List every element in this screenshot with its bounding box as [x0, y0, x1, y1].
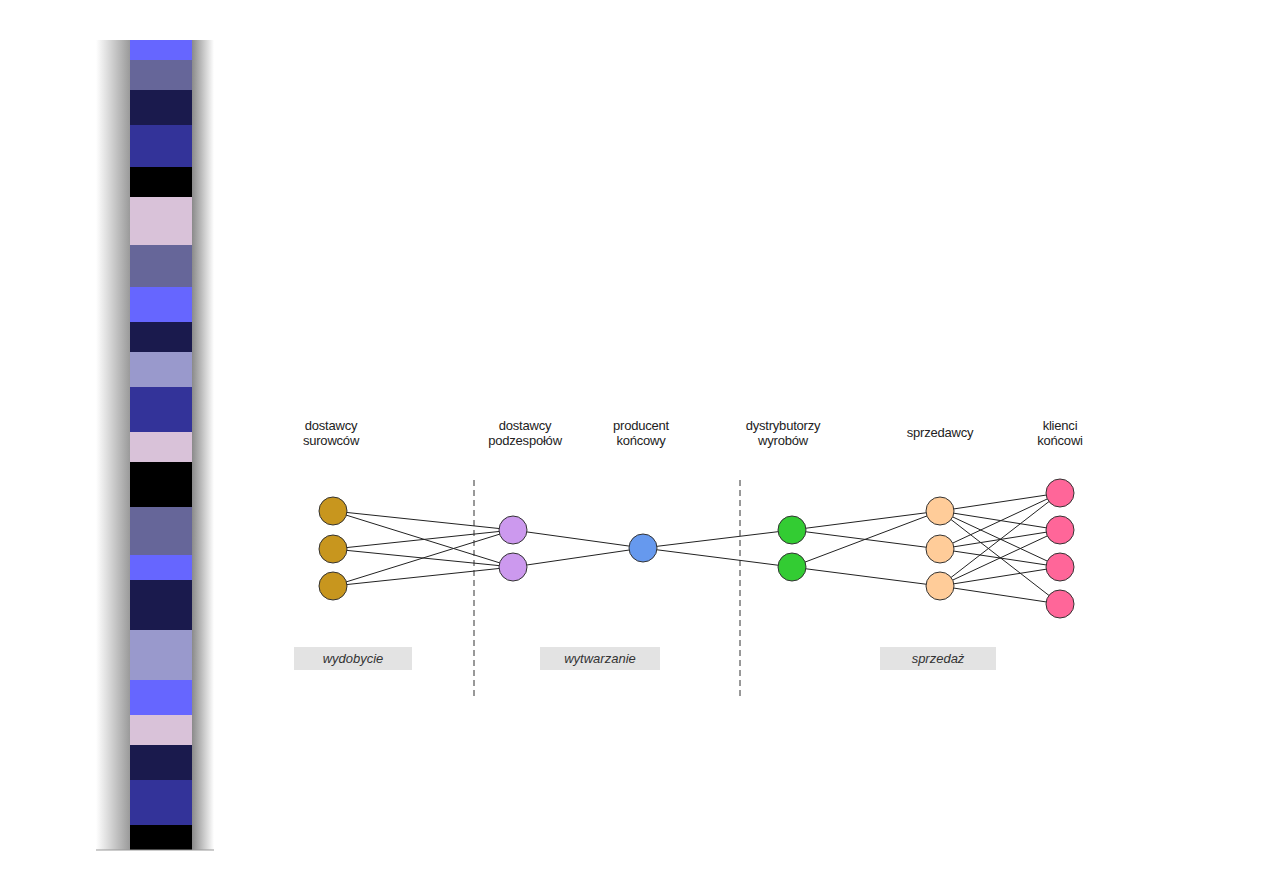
- chain-link: [940, 586, 1060, 604]
- chain-link: [333, 530, 513, 586]
- chain-link: [792, 511, 940, 530]
- stripe: [128, 352, 194, 387]
- stripe: [128, 715, 194, 745]
- chain-circle: [1046, 479, 1074, 507]
- chain-circle: [319, 572, 347, 600]
- column-header: sprzedawcy: [890, 425, 990, 440]
- stripe: [128, 60, 194, 90]
- chain-circle: [1046, 553, 1074, 581]
- chain-circles: [319, 479, 1074, 618]
- chain-link: [940, 493, 1060, 586]
- chain-link: [792, 511, 940, 567]
- stage-band: wydobycie: [294, 647, 412, 670]
- chain-link: [792, 567, 940, 586]
- stripe: [128, 432, 194, 462]
- column-header: dostawcy podzespołów: [475, 418, 575, 448]
- chain-circle: [778, 516, 806, 544]
- chain-links: [333, 493, 1060, 604]
- stripe: [128, 167, 194, 197]
- stripe: [128, 40, 194, 60]
- chain-circle: [499, 516, 527, 544]
- chain-circle: [629, 534, 657, 562]
- chain-circle: [319, 497, 347, 525]
- chain-link: [643, 548, 792, 567]
- column-header: dystrybutorzy wyrobów: [733, 418, 833, 448]
- stripe: [128, 462, 194, 507]
- stripe: [128, 780, 194, 825]
- chain-circle: [926, 535, 954, 563]
- stage-label: sprzedaż: [912, 651, 965, 666]
- stripe: [128, 287, 194, 322]
- stripe: [128, 630, 194, 680]
- stage-band: wytwarzanie: [540, 647, 660, 670]
- chain-circle: [778, 553, 806, 581]
- chain-link: [940, 567, 1060, 586]
- chain-link: [513, 530, 643, 548]
- stripe: [128, 387, 194, 432]
- chain-link: [940, 511, 1060, 604]
- chain-link: [643, 530, 792, 548]
- stripe: [128, 125, 194, 167]
- stage-label: wytwarzanie: [564, 651, 636, 666]
- chain-circle: [926, 497, 954, 525]
- stripe: [128, 825, 194, 850]
- chain-circle: [1046, 516, 1074, 544]
- chain-circle: [1046, 590, 1074, 618]
- column-header: producent końcowy: [591, 418, 691, 448]
- chain-link: [333, 511, 513, 530]
- stage-dividers: [474, 480, 740, 696]
- bar-base: [96, 850, 214, 851]
- stripe: [128, 197, 194, 245]
- column-header: dostawcy surowców: [281, 418, 381, 448]
- column-header: klienci końcowi: [1030, 418, 1090, 448]
- chain-circle: [499, 553, 527, 581]
- chain-link: [940, 493, 1060, 549]
- stripe: [128, 745, 194, 780]
- stage-label: wydobycie: [323, 651, 384, 666]
- stripe: [128, 580, 194, 630]
- chain-link: [940, 530, 1060, 586]
- chain-link: [940, 493, 1060, 511]
- stripe: [128, 90, 194, 125]
- chain-link: [333, 511, 513, 567]
- stage-band: sprzedaż: [880, 647, 996, 670]
- stripe: [128, 507, 194, 555]
- chain-link: [333, 567, 513, 586]
- bar-shadow: [96, 40, 130, 850]
- bar-shadow: [192, 40, 214, 850]
- decorative-stripe-bar: [96, 40, 214, 850]
- stripe: [128, 245, 194, 287]
- stripe: [128, 680, 194, 715]
- chain-link: [513, 548, 643, 567]
- stripe: [128, 555, 194, 580]
- chain-circle: [319, 535, 347, 563]
- chain-circle: [926, 572, 954, 600]
- stripe: [128, 322, 194, 352]
